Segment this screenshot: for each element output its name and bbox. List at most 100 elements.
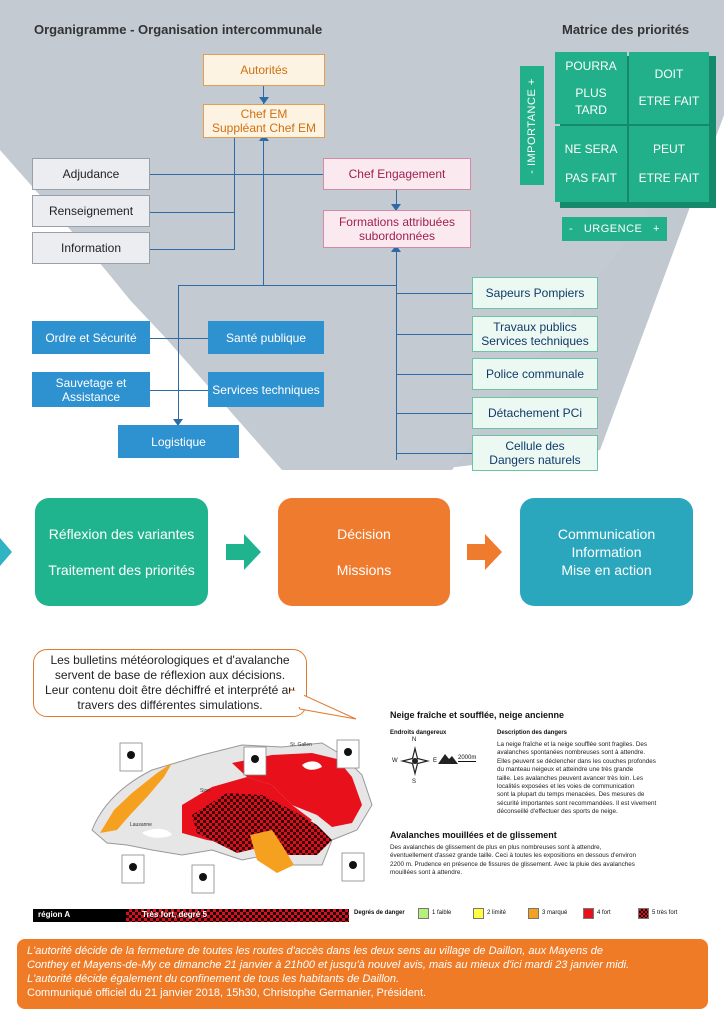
region-checker: [126, 909, 349, 922]
city-label: Sion: [200, 788, 211, 794]
desc-line: taille. Les avalanches peuvent avancer t…: [497, 774, 643, 782]
compass-s: S: [412, 779, 417, 785]
box-label: Sauvetage et: [55, 375, 127, 390]
connector-line: [150, 390, 208, 391]
connector-line: [396, 248, 397, 460]
callout-text: Leur contenu doit être déchiffré et inte…: [45, 683, 295, 697]
matrix-title: Matrice des priorités: [562, 22, 690, 37]
danger-description: La neige fraîche et la neige soufflée so…: [497, 741, 656, 817]
wet-line: Des avalanches de glissement de plus en …: [390, 844, 602, 851]
importance-label: - IMPORTANCE +: [526, 78, 538, 174]
box-logistique[interactable]: Logistique: [118, 425, 239, 458]
matrix-text: TARD: [575, 102, 607, 117]
legend-swatch: [473, 908, 484, 919]
box-cellule-dangers[interactable]: Cellule des Dangers naturels: [472, 435, 598, 471]
box-renseignement[interactable]: Renseignement: [32, 195, 150, 227]
wet-line: 2200 m. Prudence en présence de fissures…: [390, 860, 635, 868]
callout-bubble: Les bulletins météorologiques et d'avala…: [33, 649, 307, 717]
city-label: St. Gallen: [290, 742, 312, 748]
urgence-text: - URGENCE +: [569, 223, 660, 235]
box-label: Santé publique: [225, 330, 307, 345]
box-label: Chef Engagement: [348, 167, 446, 181]
box-label: Police communale: [485, 367, 585, 381]
box-label: Formations attribuées: [338, 215, 456, 229]
box-label: Détachement PCi: [487, 406, 583, 420]
box-services-techniques[interactable]: Services techniques: [208, 372, 324, 407]
matrix-text: ETRE FAIT: [638, 94, 700, 108]
desc-line: du manteau neigeux et atteindre une très…: [497, 766, 634, 774]
box-label: Suppléant Chef EM: [211, 121, 317, 135]
region-level: Très fort, degré 5: [142, 910, 207, 919]
connector-line: [396, 453, 472, 454]
legend-swatch: [528, 908, 539, 919]
connector-line: [396, 293, 472, 294]
box-chef-em[interactable]: Chef EM Suppléant Chef EM: [203, 104, 325, 138]
box-information[interactable]: Information: [32, 232, 150, 264]
matrix-q3: NE SERA PAS FAIT: [555, 126, 627, 202]
legend-swatch: [418, 908, 429, 919]
matrix-text: DOIT: [654, 67, 684, 81]
desc-line: déconseillé d'effectuer des sports de ne…: [497, 808, 618, 816]
box-label: Logistique: [151, 434, 206, 449]
desc-line: sont la plupart du temps menacées. Des m…: [497, 791, 645, 799]
step-decision[interactable]: Décision Missions: [278, 498, 450, 606]
callout-tail: [290, 688, 357, 720]
endroits-label: Endroits dangereux: [390, 730, 447, 736]
desc-title: Description des dangers: [497, 730, 568, 736]
box-detachement-pci[interactable]: Détachement PCi: [472, 397, 598, 429]
step-text: Traitement des priorités: [48, 562, 195, 578]
legend-label: 5 très fort: [652, 910, 678, 916]
desc-line: avalanches spontanées nombreuses sont à …: [497, 749, 646, 757]
box-travaux-publics[interactable]: Travaux publics Services techniques: [472, 316, 598, 352]
box-label: Chef EM: [240, 107, 288, 121]
connector-line: [150, 249, 234, 250]
connector-line: [178, 285, 396, 286]
matrix-text: PAS FAIT: [565, 171, 617, 185]
step-text: Décision: [337, 526, 391, 542]
legend-label: 3 marqué: [542, 910, 568, 916]
box-label: Cellule des: [505, 439, 565, 453]
desc-line: La neige fraîche et la neige soufflée so…: [497, 741, 648, 748]
city-label: Lausanne: [130, 822, 152, 828]
desc-line: sécurité importantes sont recommandées. …: [497, 799, 657, 807]
connector-line: [178, 285, 179, 425]
box-chef-engagement[interactable]: Chef Engagement: [323, 158, 471, 190]
arrow-head-icon: [391, 204, 401, 211]
step-text: Réflexion des variantes: [48, 526, 195, 542]
step-reflexion[interactable]: Réflexion des variantes Traitement des p…: [35, 498, 208, 606]
avalanche-map: [91, 739, 373, 894]
box-label: Information: [60, 241, 122, 255]
connector-line: [396, 413, 472, 414]
box-adjudance[interactable]: Adjudance: [32, 158, 150, 190]
arrow-head-icon: [173, 419, 183, 426]
box-label: Autorités: [240, 63, 288, 77]
box-label: Assistance: [61, 389, 121, 404]
connector-line: [396, 374, 472, 375]
box-sante-publique[interactable]: Santé publique: [208, 321, 324, 354]
step-text: Communication: [557, 526, 656, 542]
matrix-text: PLUS: [575, 85, 607, 100]
box-label: Travaux publics: [493, 320, 577, 334]
arrow-left-partial-icon: [0, 538, 12, 566]
matrix-text: PEUT: [652, 142, 685, 156]
box-sauvetage[interactable]: Sauvetage et Assistance: [32, 372, 150, 407]
matrix-q4: PEUT ETRE FAIT: [629, 126, 709, 202]
box-police-communale[interactable]: Police communale: [472, 358, 598, 390]
connector-line: [150, 338, 208, 339]
box-label: Renseignement: [48, 204, 134, 218]
matrix-text: ETRE FAIT: [638, 171, 700, 185]
matrix-q2: DOIT ETRE FAIT: [629, 52, 709, 124]
step-communication[interactable]: Communication Information Mise en action: [520, 498, 693, 606]
arrow-right-icon: [226, 534, 261, 570]
box-formations[interactable]: Formations attribuées subordonnées: [323, 210, 471, 248]
box-sapeurs-pompiers[interactable]: Sapeurs Pompiers: [472, 277, 598, 309]
box-ordre-securite[interactable]: Ordre et Sécurité: [32, 321, 150, 354]
box-autorites[interactable]: Autorités: [203, 54, 325, 86]
box-label: Dangers naturels: [489, 453, 581, 467]
box-label: Services techniques: [481, 334, 589, 348]
bulletin-heading-2: Avalanches mouillées et de glissement: [390, 830, 557, 840]
step-text: Missions: [336, 562, 392, 578]
connector-line: [234, 138, 235, 250]
matrix-text: NE SERA: [564, 142, 618, 156]
